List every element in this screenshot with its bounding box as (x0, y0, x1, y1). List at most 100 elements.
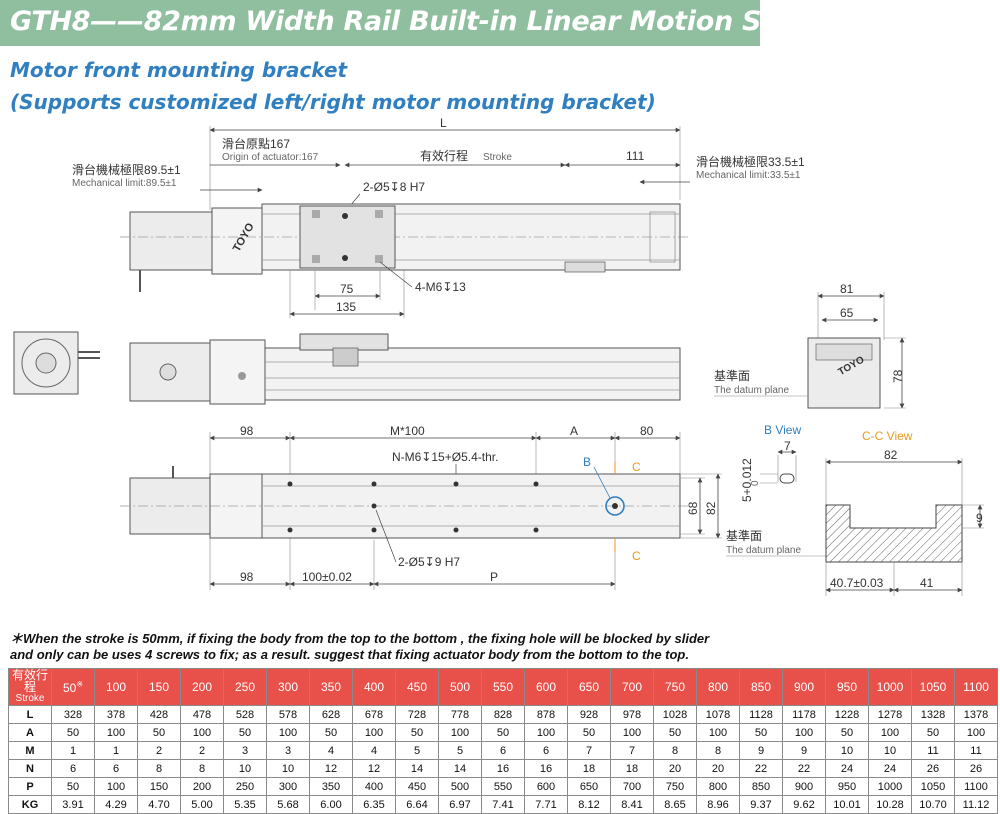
table-cell: 18 (567, 759, 611, 778)
dim-9: 9 (976, 511, 983, 525)
dim-78: 78 (891, 369, 905, 383)
table-cell: 250 (223, 777, 267, 796)
table-cell: 750 (653, 777, 697, 796)
dim-111: 111 (626, 149, 645, 163)
mech-limit-right-cn: 滑台機械極限33.5±1 (696, 154, 805, 169)
table-cell: 6.00 (309, 795, 353, 814)
table-cell: 528 (223, 705, 267, 724)
table-cell: 50 (137, 723, 181, 742)
table-cell: 550 (481, 777, 525, 796)
mech-limit-left-en: Mechanical limit:89.5±1 (72, 178, 177, 189)
dim-80: 80 (640, 424, 654, 438)
row-label: L (8, 705, 52, 724)
header-stroke-1000: 1000 (868, 668, 912, 706)
dim-68: 68 (686, 501, 700, 515)
table-cell: 10 (266, 759, 310, 778)
table-cell: 11.12 (954, 795, 998, 814)
header-stroke-650: 650 (567, 668, 611, 706)
dim-m100: M*100 (390, 424, 425, 438)
header-stroke-350: 350 (309, 668, 353, 706)
subtitle-customized: (Supports customized left/right motor mo… (10, 90, 656, 114)
table-cell: 9.62 (782, 795, 826, 814)
stroke-value: 300 (277, 680, 299, 694)
table-cell: 100 (954, 723, 998, 742)
origin-label-en: Origin of actuator:167 (222, 152, 319, 163)
hole-spec-bottom: 2-Ø5↧9 H7 (398, 555, 460, 569)
table-cell: 1228 (825, 705, 869, 724)
table-cell: 1028 (653, 705, 697, 724)
header-stroke-700: 700 (610, 668, 654, 706)
header-stroke-300: 300 (266, 668, 310, 706)
table-cell: 1100 (954, 777, 998, 796)
table-cell: 10 (868, 741, 912, 760)
page-title: GTH8——82mm Width Rail Built-in Linear Mo… (10, 6, 829, 37)
header-stroke-450: 450 (395, 668, 439, 706)
table-cell: 10 (223, 759, 267, 778)
dim-L: L (440, 118, 447, 130)
tol-lower: 0 (750, 480, 761, 486)
stroke-label-cn: 有效行程 (420, 148, 468, 163)
dim-81: 81 (840, 282, 854, 296)
table-cell: 100 (782, 723, 826, 742)
table-cell: 828 (481, 705, 525, 724)
motor-body (129, 211, 213, 271)
stroke-value: 800 (707, 680, 729, 694)
stroke-value: 50 (62, 680, 77, 695)
side-view (13, 331, 681, 405)
table-cell: 50 (51, 777, 95, 796)
table-cell: 16 (481, 759, 525, 778)
table-cell: 20 (653, 759, 697, 778)
tap-spec-nm6: N-M6↧15+Ø5.4-thr. (392, 450, 498, 464)
table-cell: 778 (438, 705, 482, 724)
table-cell: 1128 (739, 705, 783, 724)
table-cell: 50 (395, 723, 439, 742)
table-cell: 50 (481, 723, 525, 742)
header-stroke-600: 600 (524, 668, 568, 706)
header-stroke-1100: 1100 (954, 668, 998, 706)
table-cell: 26 (911, 759, 955, 778)
label-C-top: C (632, 460, 641, 474)
table-cell: 20 (696, 759, 740, 778)
header-stroke-200: 200 (180, 668, 224, 706)
table-cell: 50 (309, 723, 353, 742)
table-cell: 700 (610, 777, 654, 796)
table-cell: 5.00 (180, 795, 224, 814)
table-cell: 350 (309, 777, 353, 796)
header-stroke-250: 250 (223, 668, 267, 706)
table-cell: 50 (223, 723, 267, 742)
dim-82-cc: 82 (884, 448, 898, 462)
table-cell: 578 (266, 705, 310, 724)
table-cell: 3 (223, 741, 267, 760)
row-label: P (8, 777, 52, 796)
table-cell: 4.29 (94, 795, 138, 814)
table-cell: 600 (524, 777, 568, 796)
table-cell: 8.65 (653, 795, 697, 814)
table-cell: 650 (567, 777, 611, 796)
table-cell: 1050 (911, 777, 955, 796)
table-cell: 1 (51, 741, 95, 760)
table-cell: 2 (180, 741, 224, 760)
dim-98-top: 98 (240, 424, 254, 438)
table-cell: 500 (438, 777, 482, 796)
table-cell: 100 (696, 723, 740, 742)
table-cell: 3 (266, 741, 310, 760)
stroke-value: 1100 (963, 680, 989, 694)
table-cell: 10.70 (911, 795, 955, 814)
header-stroke-cell: 有效行程 Stroke (8, 668, 52, 706)
label-C-bottom: C (632, 549, 641, 563)
stroke-note: ＊When the stroke is 50mm, if fixing the … (10, 631, 709, 663)
table-cell: 5 (438, 741, 482, 760)
table-cell: 18 (610, 759, 654, 778)
table-cell: 878 (524, 705, 568, 724)
table-cell: 22 (782, 759, 826, 778)
table-cell: 7.71 (524, 795, 568, 814)
row-label: M (8, 741, 52, 760)
table-cell: 728 (395, 705, 439, 724)
table-cell: 900 (782, 777, 826, 796)
dim-65: 65 (840, 306, 854, 320)
